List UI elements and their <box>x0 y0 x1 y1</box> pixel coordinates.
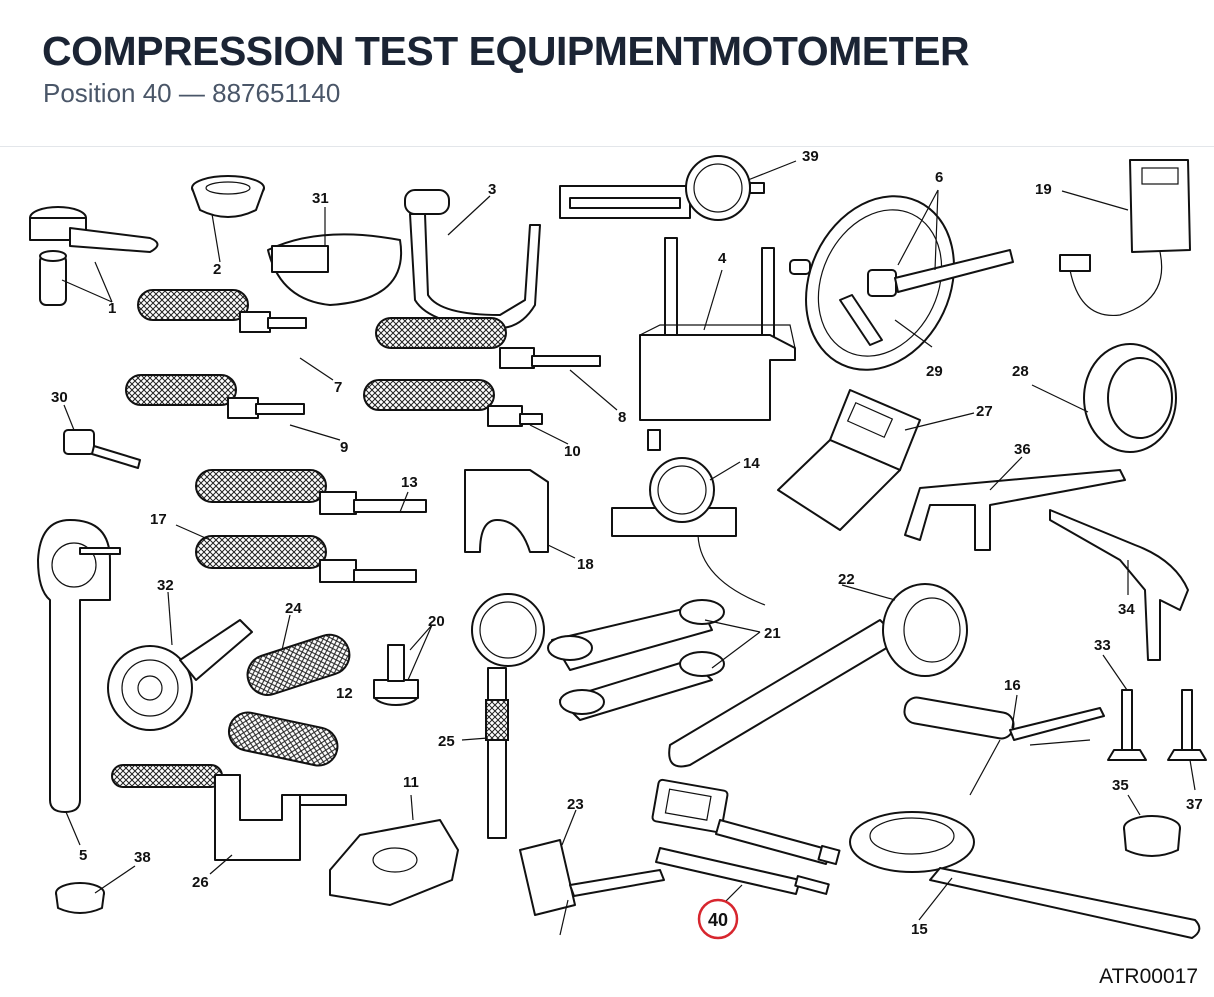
callout-24: 24 <box>285 600 302 617</box>
tool-23-drawing <box>519 839 665 936</box>
tool-26-drawing <box>111 764 347 861</box>
callout-12: 12 <box>336 685 353 702</box>
tool-9-drawing <box>125 374 305 419</box>
callout-35: 35 <box>1112 777 1129 794</box>
callout-40: 40 <box>708 910 728 930</box>
callout-7: 7 <box>334 379 342 396</box>
part-number: 887651140 <box>212 78 341 108</box>
callout-34: 34 <box>1118 601 1135 618</box>
tool-22-drawing <box>668 583 968 768</box>
tool-32-drawing <box>107 619 253 731</box>
tool-18-drawing <box>464 469 549 553</box>
callout-37: 37 <box>1186 796 1203 813</box>
callout-10: 10 <box>564 443 581 460</box>
callout-13: 13 <box>401 474 418 491</box>
exploded-parts-diagram: 1 2 3 4 5 6 7 8 9 10 11 12 13 14 15 16 1… <box>29 148 1207 940</box>
tool-10-drawing <box>363 379 543 427</box>
callout-1: 1 <box>108 300 116 317</box>
tool-35-drawing <box>1123 815 1181 857</box>
tool-40-drawing <box>651 778 841 895</box>
tool-13-drawing <box>195 469 427 515</box>
callout-26: 26 <box>192 874 209 891</box>
callout-20: 20 <box>428 613 445 630</box>
page-header: COMPRESSION TEST EQUIPMENTMOTOMETER Posi… <box>0 0 1214 147</box>
reference-code: ATR00017 <box>1099 965 1198 988</box>
tool-38-drawing <box>55 882 105 914</box>
tool-33-drawing <box>1107 689 1147 761</box>
callout-25: 25 <box>438 733 455 750</box>
tool-5-drawing <box>37 519 121 813</box>
callout-4: 4 <box>718 250 727 267</box>
callout-38: 38 <box>134 849 151 866</box>
separator-dash: — <box>178 78 205 108</box>
tool-31-drawing <box>267 233 403 306</box>
callout-14: 14 <box>743 455 760 472</box>
tool-24-drawing <box>246 633 351 696</box>
tool-7-drawing <box>137 289 307 333</box>
tool-28-drawing <box>1083 343 1177 453</box>
callout-23: 23 <box>567 796 584 813</box>
callout-39: 39 <box>802 148 819 165</box>
callout-labels: 1 2 3 4 5 6 7 8 9 10 11 12 13 14 15 16 1… <box>51 148 1203 940</box>
callout-28: 28 <box>1012 363 1029 380</box>
tool-27-drawing <box>777 389 921 531</box>
position-text: Position 40 <box>43 78 172 108</box>
callout-33: 33 <box>1094 637 1111 654</box>
tool-15-drawing <box>849 811 1201 939</box>
callout-19: 19 <box>1035 181 1052 198</box>
tool-1-drawing <box>29 206 159 306</box>
tool-16-drawing <box>903 696 1105 796</box>
tool-39-drawing <box>559 155 765 221</box>
tool-2-drawing <box>191 175 265 218</box>
page-subtitle: Position 40 — 887651140 <box>43 78 340 109</box>
callout-22: 22 <box>838 571 855 588</box>
callout-21: 21 <box>764 625 781 642</box>
callout-8: 8 <box>618 409 626 426</box>
callout-36: 36 <box>1014 441 1031 458</box>
callout-16: 16 <box>1004 677 1021 694</box>
callout-31: 31 <box>312 190 329 207</box>
tool-14-drawing <box>611 429 766 606</box>
tool-25-drawing <box>471 593 545 839</box>
tool-4-drawing <box>639 237 796 421</box>
highlight-ring-40 <box>697 898 739 940</box>
callout-2: 2 <box>213 261 221 278</box>
page-title: COMPRESSION TEST EQUIPMENTMOTOMETER <box>42 28 970 74</box>
tool-19-drawing <box>1059 159 1191 317</box>
callout-29: 29 <box>926 363 943 380</box>
tool-3-drawing <box>404 189 541 330</box>
callout-5: 5 <box>79 847 87 864</box>
callout-32: 32 <box>157 577 174 594</box>
tool-6-drawing <box>789 195 1014 371</box>
tool-8-drawing <box>375 317 601 369</box>
callout-30: 30 <box>51 389 68 406</box>
tool-30-drawing <box>63 429 141 469</box>
tool-36-drawing <box>904 469 1126 551</box>
tool-21-drawing <box>547 599 725 721</box>
callout-15: 15 <box>911 921 928 938</box>
tool-20-drawing <box>373 644 419 706</box>
tool-12-drawing <box>227 711 339 767</box>
callout-11: 11 <box>403 774 419 791</box>
leader-lines <box>61 160 1196 921</box>
callout-6: 6 <box>935 169 943 186</box>
callout-27: 27 <box>976 403 993 420</box>
callout-3: 3 <box>488 181 496 198</box>
callout-17: 17 <box>150 511 167 528</box>
tool-34-drawing <box>1049 509 1189 661</box>
callout-9: 9 <box>340 439 348 456</box>
tool-37-drawing <box>1167 689 1207 761</box>
callout-18: 18 <box>577 556 594 573</box>
tool-17-drawing <box>195 535 417 583</box>
tool-11-drawing <box>329 819 459 906</box>
